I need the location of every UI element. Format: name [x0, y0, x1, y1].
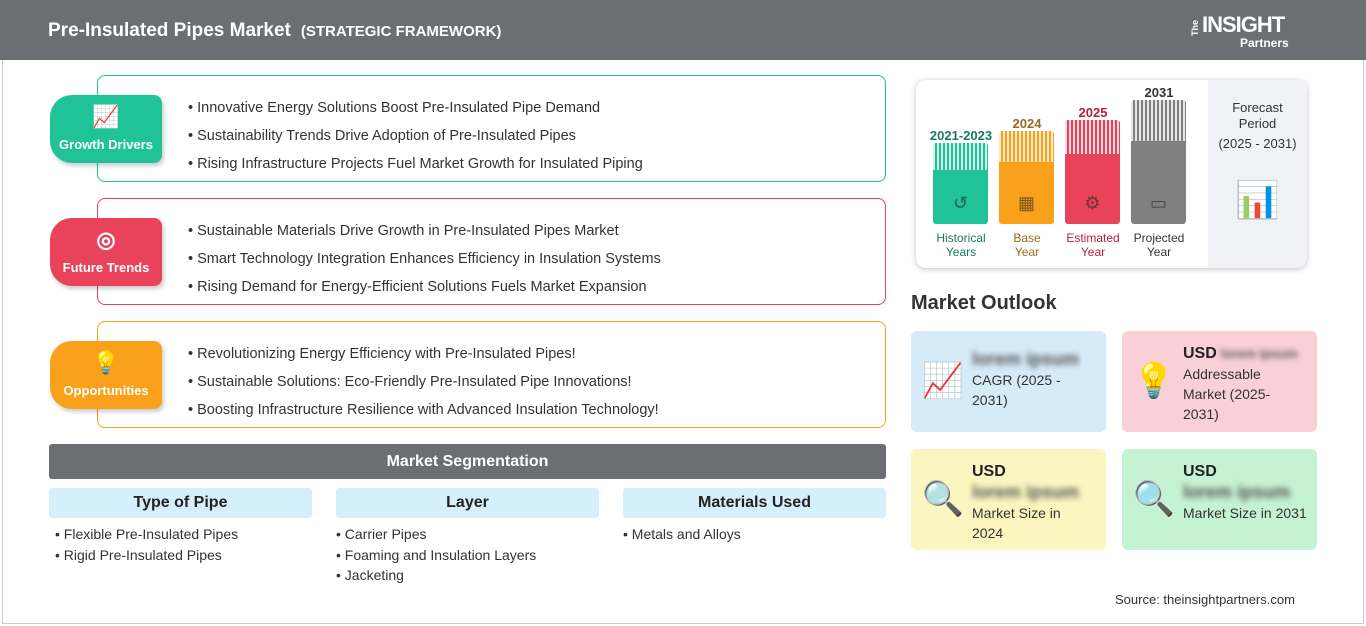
currency-label: USD — [1183, 463, 1217, 480]
card-label: CAGR (2025 - 2031) — [972, 372, 1061, 408]
list-item: Carrier Pipes — [336, 524, 599, 545]
list-item: Innovative Energy Solutions Boost Pre-In… — [188, 94, 643, 122]
list-item: Foaming and Insulation Layers — [336, 545, 599, 566]
section-0-box: Innovative Energy Solutions Boost Pre-In… — [97, 75, 886, 182]
blurred-value: lorem ipsum — [972, 482, 1080, 502]
card-label: Market Size in 2031 — [1183, 505, 1307, 521]
market-search-icon: 🔍 — [921, 480, 965, 518]
list-item: Jacketing — [336, 565, 599, 586]
source-text: Source: theinsightpartners.com — [1115, 592, 1295, 607]
section-tag: 💡Opportunities — [50, 341, 162, 409]
list-item: Flexible Pre-Insulated Pipes — [55, 524, 312, 545]
timeline-bar: ↺ — [933, 143, 988, 224]
segment-column: LayerCarrier PipesFoaming and Insulation… — [336, 488, 599, 586]
section-tag: ◎Future Trends — [50, 218, 162, 286]
history-icon: ↺ — [952, 193, 969, 213]
segment-header: Layer — [336, 488, 599, 518]
currency-label: USD — [1183, 345, 1217, 362]
list-item: Boosting Infrastructure Resilience with … — [188, 396, 659, 424]
list-item: Rigid Pre-Insulated Pipes — [55, 545, 312, 566]
forecast-period: Forecast Period (2025 - 2031) 📊 — [1208, 80, 1307, 268]
analytics-illustration-icon: 📊 — [1235, 179, 1280, 220]
blurred-value: lorem ipsum — [1183, 482, 1291, 502]
chart-growth-icon: 📈 — [92, 104, 120, 129]
list-item: Sustainability Trends Drive Adoption of … — [188, 122, 643, 150]
list-item: Rising Demand for Energy-Efficient Solut… — [188, 273, 661, 301]
timeline-bar: ⚙ — [1065, 120, 1120, 224]
dollar-bulb-icon: 💡 — [1132, 362, 1176, 400]
calendar-icon: ▦ — [1017, 193, 1035, 213]
content-frame — [2, 60, 1364, 624]
card-label: Market Size in 2024 — [972, 505, 1061, 541]
timeline-year: 2025 — [1078, 105, 1108, 120]
timeline-year: 2024 — [1012, 116, 1042, 131]
list-item: Smart Technology Integration Enhances Ef… — [188, 245, 661, 273]
blurred-value: lorem ipsum — [972, 349, 1080, 369]
settings-chart-icon: ⚙ — [1084, 193, 1101, 213]
lightbulb-hand-icon: 💡 — [92, 350, 120, 375]
section-1-box: Sustainable Materials Drive Growth in Pr… — [97, 198, 886, 305]
card-label: Addressable Market (2025-2031) — [1183, 366, 1271, 422]
growth-chart-icon: 📈 — [921, 362, 965, 400]
section-tag: 📈Growth Drivers — [50, 95, 162, 163]
blurred-value: lorem ipsum — [1220, 346, 1298, 361]
segmentation-title: Market Segmentation — [49, 444, 886, 479]
list-item: Rising Infrastructure Projects Fuel Mark… — [188, 150, 643, 178]
list-item: Sustainable Materials Drive Growth in Pr… — [188, 217, 661, 245]
page-subtitle: (STRATEGIC FRAMEWORK) — [300, 23, 502, 40]
market-search-icon: 🔍 — [1132, 480, 1176, 518]
page-title: Pre-Insulated Pipes Market(STRATEGIC FRA… — [48, 20, 502, 41]
segment-column: Materials UsedMetals and Alloys — [623, 488, 886, 545]
market-outlook-title: Market Outlook — [911, 292, 1057, 314]
list-item: Sustainable Solutions: Eco-Friendly Pre-… — [188, 368, 659, 396]
timeline-year: 2021-2023 — [929, 128, 993, 143]
currency-label: USD — [972, 463, 1006, 480]
segment-header: Type of Pipe — [49, 488, 312, 518]
segment-header: Materials Used — [623, 488, 886, 518]
timeline-bar: ▦ — [999, 131, 1054, 224]
timeline-bar: ▭ — [1131, 100, 1186, 224]
segment-column: Type of PipeFlexible Pre-Insulated Pipes… — [49, 488, 312, 565]
header: Pre-Insulated Pipes Market(STRATEGIC FRA… — [0, 0, 1366, 60]
timeline-year: 2031 — [1144, 85, 1174, 100]
section-2-box: Revolutionizing Energy Efficiency with P… — [97, 321, 886, 428]
target-icon: ◎ — [96, 227, 116, 252]
list-item: Metals and Alloys — [623, 524, 886, 545]
list-item: Revolutionizing Energy Efficiency with P… — [188, 340, 659, 368]
presentation-icon: ▭ — [1149, 193, 1167, 213]
